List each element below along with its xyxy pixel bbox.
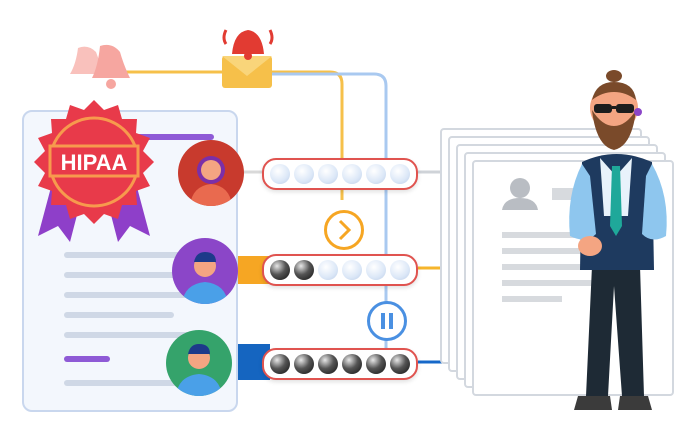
progress-dot-empty: [366, 260, 386, 280]
progress-dot-empty: [390, 164, 410, 184]
progress-pill: [262, 348, 418, 380]
progress-dot-filled: [294, 354, 314, 374]
progress-pill: [262, 254, 418, 286]
avatar: [172, 238, 238, 304]
progress-dot-empty: [366, 164, 386, 184]
progress-pill: [262, 158, 418, 190]
progress-dot-empty: [342, 164, 362, 184]
progress-dot-filled: [270, 354, 290, 374]
progress-dot-filled: [294, 260, 314, 280]
avatar: [166, 330, 232, 396]
chevron-right-icon[interactable]: [324, 210, 364, 250]
progress-dot-filled: [390, 354, 410, 374]
progress-dot-empty: [270, 164, 290, 184]
progress-dot-empty: [294, 164, 314, 184]
badge-text: HIPAA: [61, 150, 128, 175]
hipaa-badge: HIPAA: [34, 100, 154, 242]
progress-dot-filled: [318, 354, 338, 374]
progress-dot-filled: [270, 260, 290, 280]
pause-icon[interactable]: [367, 301, 407, 341]
progress-dot-empty: [318, 260, 338, 280]
avatar: [178, 140, 244, 206]
character-illustration: [569, 70, 667, 410]
progress-dot-filled: [366, 354, 386, 374]
alarm-envelope-icon: [222, 29, 274, 88]
progress-dot-empty: [342, 260, 362, 280]
progress-dot-filled: [342, 354, 362, 374]
progress-dot-empty: [390, 260, 410, 280]
progress-dot-empty: [318, 164, 338, 184]
bell-icon: [70, 44, 130, 89]
